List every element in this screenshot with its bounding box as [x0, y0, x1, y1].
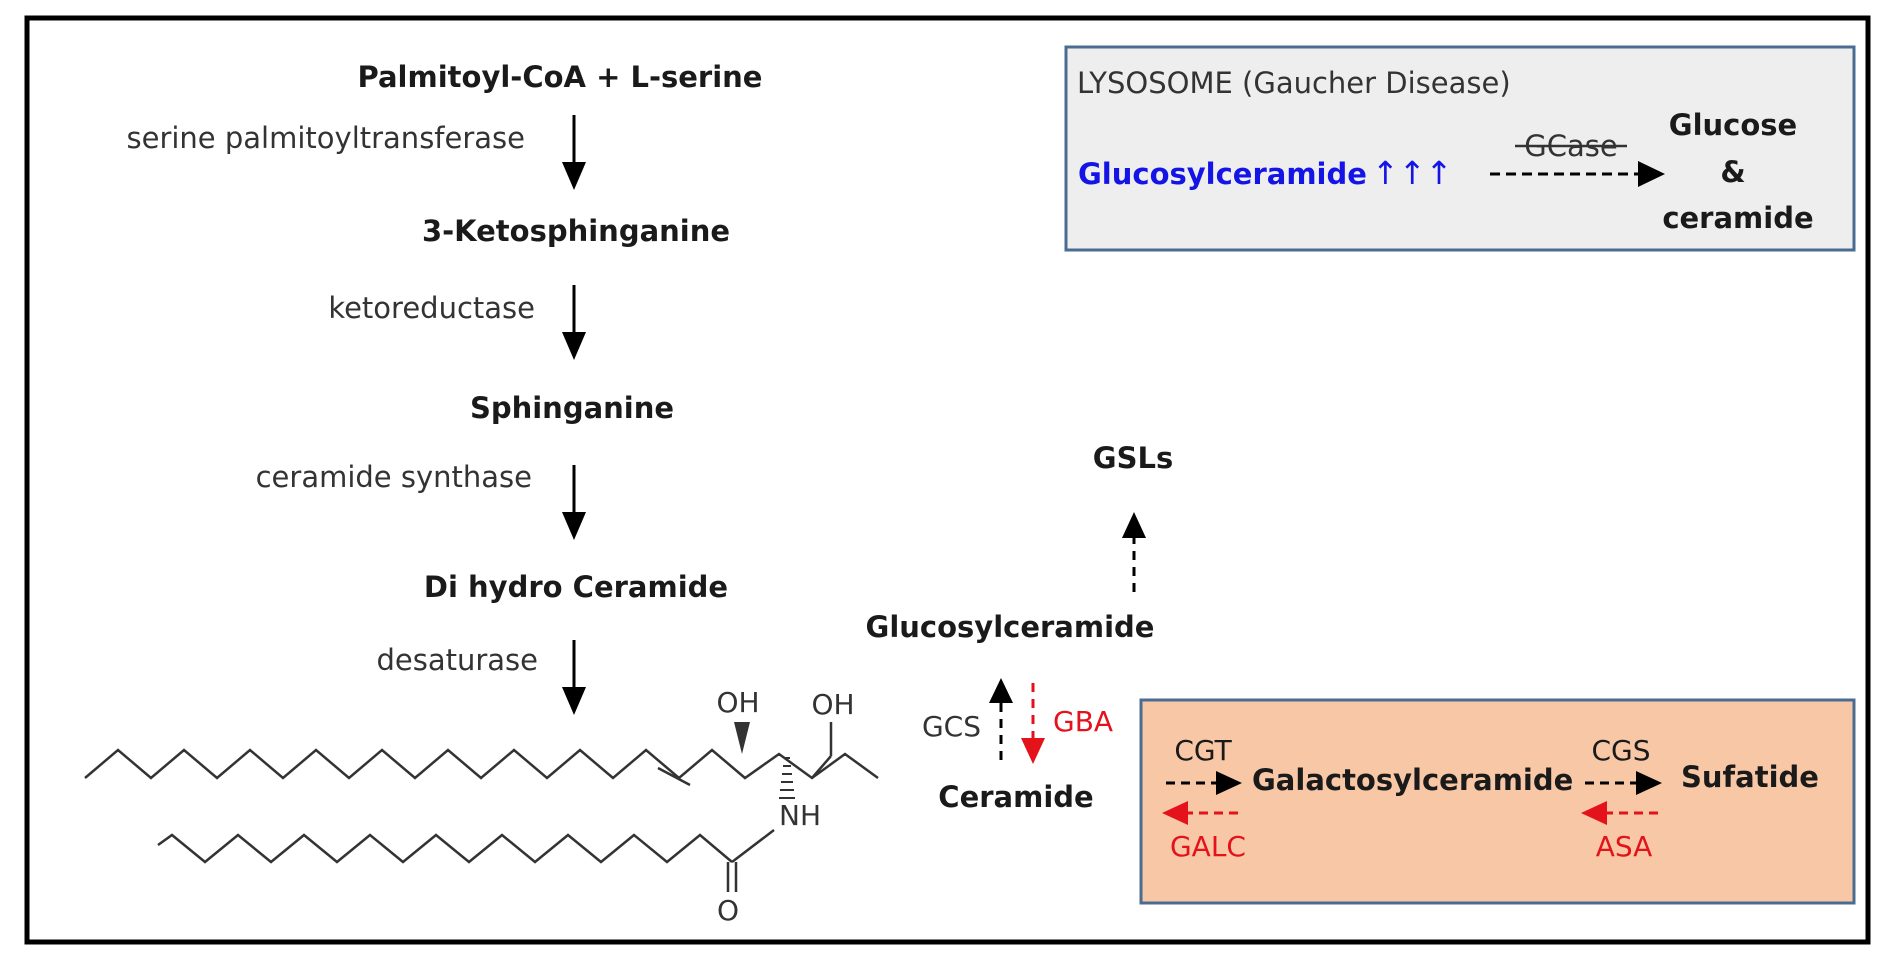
arrow-ketoreductase — [562, 285, 586, 360]
enzyme-cgs: CGS — [1591, 734, 1650, 767]
trans-double-bond — [657, 766, 691, 787]
arrow-desaturase — [562, 640, 586, 715]
arrow-asa — [1581, 801, 1658, 825]
metabolite-galactosylceramide: Galactosylceramide — [1252, 763, 1573, 797]
enzyme-gcs: GCS — [922, 710, 981, 743]
ceramide-structure — [84, 722, 879, 892]
arrow-spt — [562, 115, 586, 190]
sphingoid-chain — [84, 748, 879, 780]
lysosome-title: LYSOSOME (Gaucher Disease) — [1077, 66, 1511, 100]
lysosome-box: LYSOSOME (Gaucher Disease) Glucosylceram… — [1064, 45, 1856, 252]
label-oh-2: OH — [811, 688, 854, 721]
lysosome-product-glucose: Glucose — [1669, 108, 1797, 142]
lysosome-product-ceramide: ceramide — [1662, 201, 1813, 235]
arrow-galc — [1162, 801, 1238, 825]
arrow-to-gsls — [1122, 512, 1146, 592]
enzyme-cgt: CGT — [1174, 734, 1232, 767]
arrow-gcase — [1490, 161, 1665, 187]
metabolite-ceramide: Ceramide — [938, 780, 1093, 814]
wedge-oh-bond — [734, 722, 750, 754]
arrow-cgs — [1585, 771, 1662, 795]
label-o: O — [717, 894, 739, 927]
metabolite-sulfatide: Sufatide — [1681, 760, 1819, 794]
lysosome-substrate: Glucosylceramide — [1078, 157, 1367, 191]
arrow-ceramide-synthase — [562, 465, 586, 540]
enzyme-ketoreductase: ketoreductase — [328, 291, 535, 325]
metabolite-gsls: GSLs — [1093, 441, 1173, 475]
hydroxymethyl-bond — [811, 755, 832, 779]
arrow-gba — [1021, 683, 1045, 764]
metabolite-dihydroceramide: Di hydro Ceramide — [424, 570, 728, 604]
fatty-acyl-chain — [157, 833, 733, 864]
increase-arrows-icon: ↑↑↑ — [1372, 154, 1452, 192]
enzyme-ceramide-synthase: ceramide synthase — [256, 460, 532, 494]
metabolite-sphinganine: Sphinganine — [470, 391, 674, 425]
enzyme-galc: GALC — [1170, 830, 1246, 863]
hash-nh-bond — [779, 757, 795, 799]
amide-bond — [731, 829, 775, 863]
label-oh-1: OH — [716, 686, 759, 719]
arrow-cgt — [1166, 771, 1242, 795]
enzyme-asa: ASA — [1596, 830, 1653, 863]
galactosylceramide-box: CGT GALC Galactosylceramide CGS ASA Sufa… — [1139, 698, 1856, 905]
enzyme-desaturase: desaturase — [376, 643, 538, 677]
enzyme-gba: GBA — [1053, 705, 1113, 738]
metabolite-palmitoyl-coa: Palmitoyl-CoA + L-serine — [358, 60, 763, 94]
arrow-gcs — [989, 678, 1013, 760]
metabolite-glucosylceramide: Glucosylceramide — [866, 610, 1155, 644]
lysosome-product-ampersand: & — [1720, 155, 1745, 189]
label-nh: NH — [779, 799, 821, 832]
metabolite-3-ketosphinganine: 3-Ketosphinganine — [422, 214, 730, 248]
enzyme-serine-palmitoyltransferase: serine palmitoyltransferase — [127, 121, 526, 155]
